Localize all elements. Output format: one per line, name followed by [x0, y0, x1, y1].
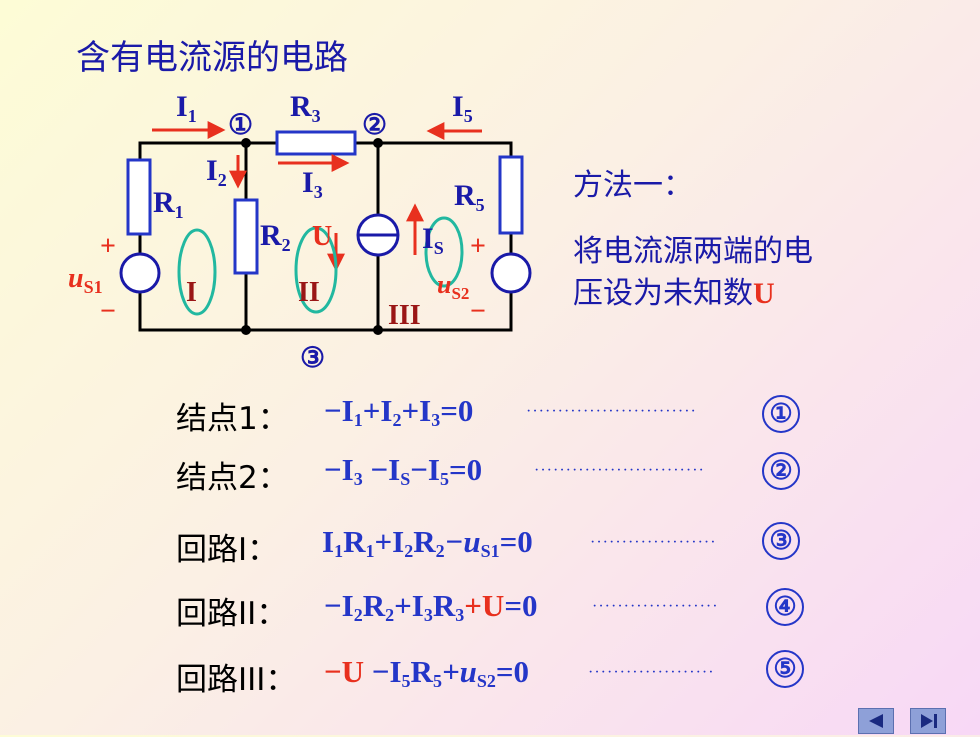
loop-arrows	[177, 216, 464, 316]
equation-5: −U −I5R5+uS2=0	[324, 654, 530, 691]
node-label-2: ②	[362, 110, 387, 141]
node-label-3: ③	[300, 343, 325, 374]
equation-label: 结点2：	[176, 460, 289, 496]
method-line-1: 将电流源两端的电	[573, 234, 813, 269]
label-i3: I3	[302, 166, 323, 202]
circuit-diagram: I1 R3 I5 I2 I3 R1 R5 R2 IS U + − uS1 + −…	[68, 90, 532, 374]
resistor-r2	[233, 198, 259, 275]
resistor-r1	[126, 158, 152, 236]
current-source	[356, 213, 400, 257]
us2-minus: −	[470, 296, 486, 327]
label-r1: R1	[153, 186, 184, 222]
equation-label: 回路II：	[176, 596, 288, 632]
equation-label: 回路I：	[176, 532, 279, 568]
equation-2: −I3 −IS−I5=0	[324, 452, 483, 489]
loop-label-1: I	[186, 277, 197, 308]
equation-number-5: ⑤	[766, 650, 804, 688]
last-slide-button[interactable]	[910, 708, 946, 734]
node-dot	[373, 325, 383, 335]
label-i2: I2	[206, 154, 227, 190]
us1-minus: −	[100, 296, 116, 327]
prev-slide-button[interactable]	[858, 708, 894, 734]
equation-number-3: ③	[762, 522, 800, 560]
label-r2: R2	[260, 219, 291, 255]
us1-plus: +	[100, 231, 116, 262]
equation-1: −I1+I2+I3=0	[324, 393, 474, 430]
label-i1: I1	[176, 90, 197, 126]
node-dot	[241, 138, 251, 148]
voltage-source-us1	[119, 252, 161, 294]
label-r5: R5	[454, 179, 485, 215]
current-arrows	[152, 121, 482, 272]
resistor-r3	[275, 130, 357, 156]
label-voltage-u: U	[312, 221, 332, 252]
label-i5: I5	[452, 90, 473, 126]
prev-arrow-icon	[869, 714, 883, 728]
equation-label: 结点1：	[176, 401, 289, 437]
method-line-2: 压设为未知数U	[573, 276, 775, 311]
equation-number-4: ④	[766, 588, 804, 626]
node-dot	[373, 138, 383, 148]
equation-number-1: ①	[762, 395, 800, 433]
node-dot	[241, 325, 251, 335]
loop-label-3: III	[388, 300, 421, 331]
method-heading: 方法一：	[573, 168, 693, 203]
label-r3: R3	[290, 90, 321, 126]
equation-number-2: ②	[762, 452, 800, 490]
equation-3: I1R1+I2R2−uS1=0	[322, 524, 533, 561]
us2-plus: +	[470, 231, 486, 262]
slide-title: 含有电流源的电路	[76, 38, 348, 78]
equation-4: −I2R2+I3R3+U=0	[324, 588, 538, 625]
end-arrow-icon	[921, 714, 937, 728]
node-label-1: ①	[228, 110, 253, 141]
loop-label-2: II	[298, 277, 320, 308]
label-us1: uS1	[68, 263, 103, 297]
label-is: IS	[422, 222, 444, 258]
resistor-r5	[498, 155, 524, 235]
equation-label: 回路III：	[176, 662, 297, 698]
label-us2: uS2	[437, 270, 469, 303]
voltage-source-us2	[490, 252, 532, 294]
